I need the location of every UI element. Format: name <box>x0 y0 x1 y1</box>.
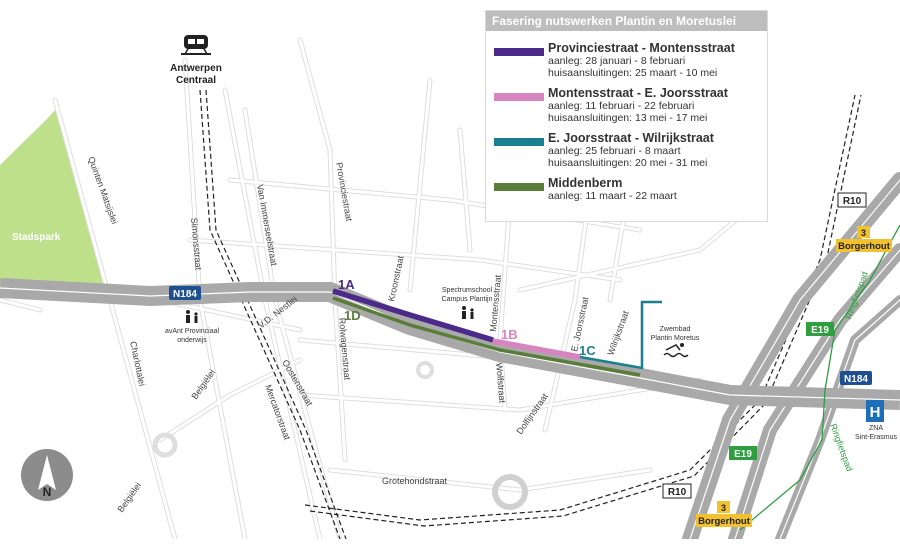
legend-item-name: Provinciestraat - Montensstraat <box>548 41 735 55</box>
r10-shield-south-label: R10 <box>668 487 687 498</box>
legend-item-name: Middenberm <box>548 176 623 190</box>
exit-name-north <box>836 239 892 252</box>
station-name-line2: Centraal <box>176 75 216 86</box>
school-spectrum-line1: Spectrumschool <box>442 287 493 294</box>
legend-item-1a: Provinciestraat - Montensstraat aanleg: … <box>548 41 735 79</box>
street-label-kroon: Kroonstraat <box>386 254 406 302</box>
legend-item-line: aanleg: 11 maart - 22 maart <box>548 190 677 202</box>
street-label-simons: Simonsstraat <box>189 217 204 271</box>
exit-number-north <box>857 226 870 238</box>
exit-name-south-label: Borgerhout <box>698 516 751 527</box>
legend-swatch-1b <box>494 93 544 101</box>
e19-shield-north-label: E19 <box>811 325 829 336</box>
north-arrow-pointer <box>38 455 56 490</box>
stadspark-label: Stadspark <box>12 232 61 243</box>
segment-label-1b: 1B <box>501 327 518 342</box>
roundabout <box>492 474 528 510</box>
legend: Fasering nutswerken Plantin en Moretusle… <box>485 10 768 222</box>
street-label-wilrijk: Wilrijkstraat <box>605 309 630 357</box>
roundabout <box>152 432 178 458</box>
r10-shield-south <box>662 483 692 499</box>
street-label-ringfiets-south: Ringfietspad <box>828 422 855 472</box>
legend-item-line: aanleg: 28 januari - 8 februari <box>548 55 686 67</box>
legend-item-line: aanleg: 25 februari - 8 maart <box>548 145 681 157</box>
e19-shield-north <box>806 322 834 336</box>
street-label-grotehond: Grotehondstraat <box>382 476 448 486</box>
hospital-symbol: H <box>870 404 881 421</box>
exit-number-south-label: 3 <box>721 503 726 513</box>
legend-item-1c: E. Joorsstraat - Wilrijkstraat aanleg: 2… <box>548 131 714 169</box>
school-icon <box>462 306 474 319</box>
legend-item-line: huisaansluitingen: 20 mei - 31 mei <box>548 157 708 169</box>
school-avant-line1: avAnt Provinciaal <box>165 328 220 335</box>
swimming-icon <box>663 343 689 358</box>
n184-shield-east-label: N184 <box>844 374 868 385</box>
legend-item-name: Montensstraat - E. Joorsstraat <box>548 86 728 100</box>
segment-1a <box>332 288 494 343</box>
legend-title: Fasering nutswerken Plantin en Moretusle… <box>486 11 767 31</box>
street-label-montens: Montensstraat <box>488 274 503 332</box>
n184-shield-west <box>169 286 201 300</box>
stadspark-area <box>0 110 108 296</box>
segment-label-1d: 1D <box>344 308 361 323</box>
station-name-line1: Antwerpen <box>170 63 222 74</box>
street-label-belgie2: Belgiëlei <box>115 481 143 515</box>
exit-number-south <box>717 501 730 513</box>
hospital-line1: ZNA <box>869 425 883 432</box>
segment-label-1a: 1A <box>338 277 355 292</box>
pool-line2: Plantin Moretus <box>651 335 700 342</box>
segment-label-1c: 1C <box>579 343 596 358</box>
street-label-quinten: Quinten Matsijslei <box>86 155 120 225</box>
ringfietspad-path <box>739 224 900 531</box>
hospital-icon <box>866 400 884 422</box>
railway <box>199 89 862 540</box>
school-spectrum-line2: Campus Plantijn <box>442 296 493 303</box>
legend-swatch-1d <box>494 183 544 191</box>
legend-item-line: huisaansluitingen: 13 mei - 17 mei <box>548 112 708 124</box>
exit-number-north-label: 3 <box>861 228 866 238</box>
school-icon <box>186 310 198 323</box>
street-label-wolf: Wolfstraat <box>494 362 508 404</box>
legend-item-line: huisaansluitingen: 25 maart - 10 mei <box>548 67 718 79</box>
segment-1c <box>579 300 662 370</box>
legend-swatch-1c <box>494 138 544 146</box>
n184-shield-east <box>840 371 872 385</box>
exit-name-north-label: Borgerhout <box>838 241 891 252</box>
roundabout <box>416 361 434 379</box>
school-avant-line2: onderwijs <box>177 337 207 344</box>
pool-line1: Zwembad <box>660 326 691 333</box>
legend-item-1b: Montensstraat - E. Joorsstraat aanleg: 1… <box>548 86 728 124</box>
segment-1d <box>332 296 641 377</box>
n184-shield-west-label: N184 <box>173 289 197 300</box>
legend-item-name: E. Joorsstraat - Wilrijkstraat <box>548 131 714 145</box>
legend-item-line: aanleg: 11 februari - 22 februari <box>548 100 695 112</box>
legend-swatch-1a <box>494 48 544 56</box>
e19-shield-south <box>729 446 757 460</box>
hospital-line2: Sint-Erasmus <box>855 434 898 441</box>
exit-name-south <box>696 514 752 527</box>
street-label-belgie1: Belgiëlei <box>189 368 217 402</box>
train-icon <box>181 35 211 55</box>
e19-shield-south-label: E19 <box>734 449 752 460</box>
north-arrow-label: N <box>43 485 52 499</box>
r10-shield-north <box>837 192 867 208</box>
r10-shield-north-label: R10 <box>843 196 862 207</box>
segment-1b <box>492 338 581 360</box>
legend-item-1d: Middenberm aanleg: 11 maart - 22 maart <box>548 176 677 202</box>
